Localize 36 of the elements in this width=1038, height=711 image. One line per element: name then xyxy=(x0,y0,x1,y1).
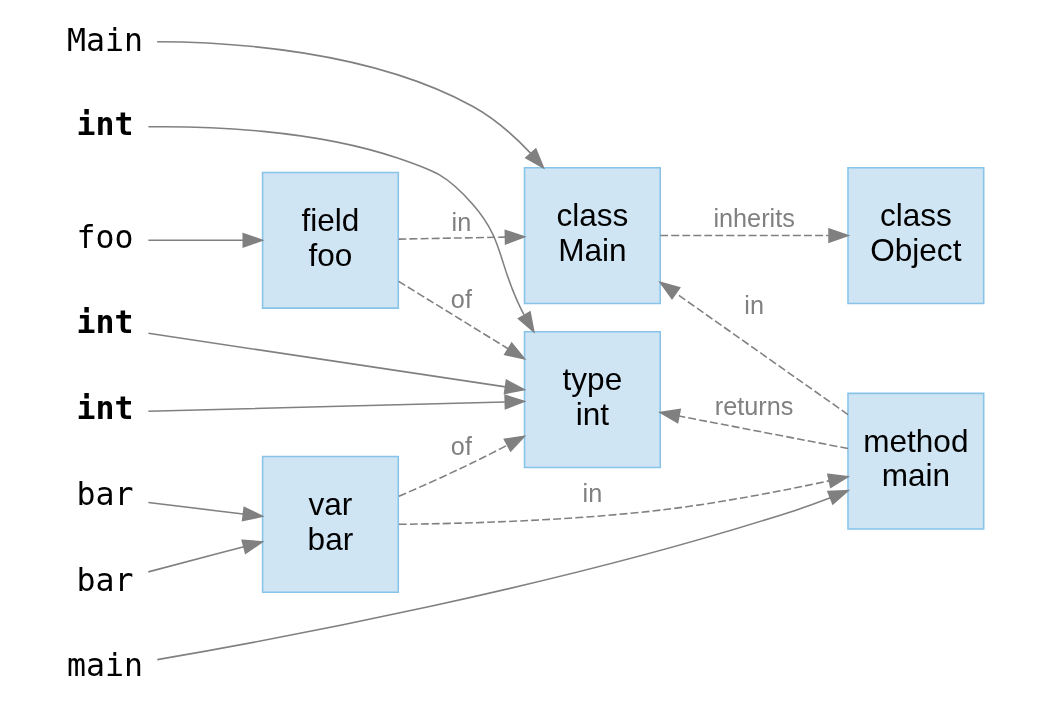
node-text: bar xyxy=(76,476,134,513)
arrow xyxy=(397,229,527,245)
arrow xyxy=(657,408,849,450)
arrow xyxy=(156,41,545,170)
edge-label: in xyxy=(451,207,472,236)
node-text: int xyxy=(76,105,134,142)
edge-label: of xyxy=(450,431,472,460)
arrow xyxy=(659,227,851,244)
node-box: class Object xyxy=(847,166,985,305)
node-text: int xyxy=(76,304,134,341)
arrow xyxy=(658,280,849,416)
arrow xyxy=(147,332,527,395)
arrow xyxy=(397,280,527,361)
arrow xyxy=(147,539,265,573)
edge-label: inherits xyxy=(713,204,795,233)
arrow xyxy=(398,473,851,526)
node-box: class Main xyxy=(523,166,661,305)
arrow xyxy=(156,489,851,661)
edge-label: in xyxy=(582,478,603,507)
arrow xyxy=(147,232,265,249)
arrow xyxy=(147,501,265,522)
node-text: Main xyxy=(66,21,143,58)
arrow xyxy=(147,125,535,334)
node-text: int xyxy=(76,389,134,426)
arrow xyxy=(398,435,527,498)
edge-label: of xyxy=(450,284,472,313)
node-box: method main xyxy=(847,392,985,530)
edge-label: in xyxy=(744,291,764,320)
node-box: type int xyxy=(523,331,661,469)
edge-label: returns xyxy=(714,392,794,421)
node-text: bar xyxy=(76,561,134,598)
node-text: foo xyxy=(76,219,134,256)
arrow xyxy=(147,394,527,413)
node-text: main xyxy=(66,646,143,683)
node-box: field foo xyxy=(261,171,400,309)
node-box: var bar xyxy=(261,455,400,593)
